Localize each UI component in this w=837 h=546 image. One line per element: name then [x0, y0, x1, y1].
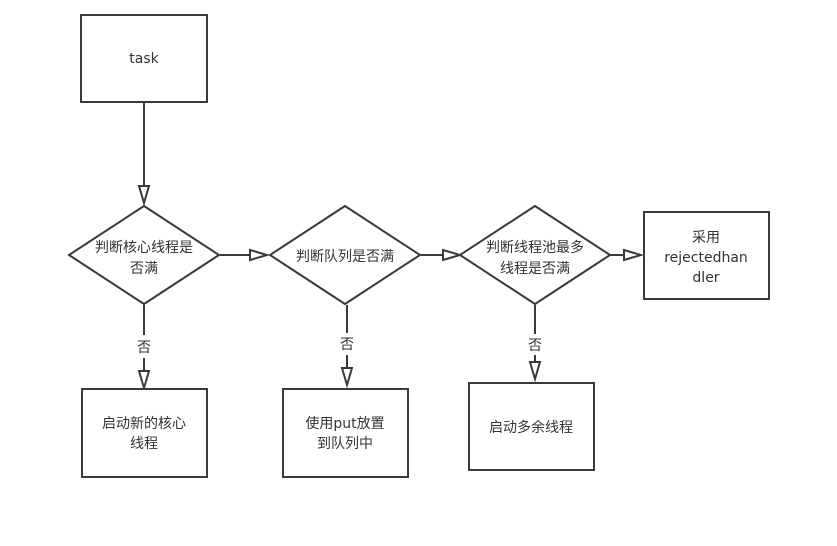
core-check-label-line-2: 否满 [130, 261, 158, 277]
arrowhead-queue-to-max-check [442, 248, 464, 262]
start-core-label-line-2: 线程 [130, 436, 158, 452]
max-check-diamond [458, 204, 612, 306]
node-queue-check: 判断队列是否满 [268, 204, 422, 306]
edge-label-queue-no: 否 [340, 337, 354, 353]
node-reject: 采用 rejectedhan dler [643, 211, 770, 300]
queue-check-label: 判断队列是否满 [296, 249, 394, 265]
edges [137, 102, 645, 392]
max-check-label-line-1: 判断线程池最多 [486, 239, 584, 256]
node-start-extra: 启动多余线程 [468, 382, 595, 471]
start-extra-label: 启动多余线程 [489, 419, 573, 436]
queue-check-diamond [268, 204, 422, 306]
reject-label-line-2: rejectedhan [664, 250, 748, 266]
node-max-check: 判断线程池最多 线程是否满 [458, 204, 612, 306]
node-start-core: 启动新的核心 线程 [81, 388, 208, 478]
node-task: task [80, 14, 208, 103]
arrowhead-max-no [528, 361, 542, 383]
start-extra-box [468, 382, 595, 471]
task-label: task [129, 51, 159, 67]
edge-labels: 否 否 否 [137, 337, 542, 356]
core-check-label-line-1: 判断核心线程是 [95, 240, 193, 256]
arrowhead-task-to-core-check [137, 185, 151, 207]
arrowhead-core-to-queue-check [249, 248, 271, 262]
core-check-diamond [67, 204, 221, 306]
edge-label-max-no: 否 [528, 338, 542, 354]
put-queue-label-line-1: 使用put放置 [305, 415, 384, 432]
reject-box [643, 211, 770, 300]
arrowhead-queue-no [340, 367, 354, 389]
task-box [80, 14, 208, 103]
arrowhead-core-no [137, 370, 151, 392]
arrowhead-max-to-reject [623, 248, 645, 262]
edge-label-core-no: 否 [137, 340, 151, 356]
start-core-box [81, 388, 208, 478]
node-put-queue: 使用put放置 到队列中 [282, 388, 409, 478]
reject-label-line-1: 采用 [692, 230, 720, 246]
put-queue-box [282, 388, 409, 478]
max-check-label-line-2: 线程是否满 [500, 261, 570, 277]
node-core-check: 判断核心线程是 否满 [67, 204, 221, 306]
put-queue-label-line-2: 到队列中 [317, 436, 373, 452]
reject-label-line-3: dler [692, 270, 719, 286]
start-core-label-line-1: 启动新的核心 [102, 416, 186, 432]
